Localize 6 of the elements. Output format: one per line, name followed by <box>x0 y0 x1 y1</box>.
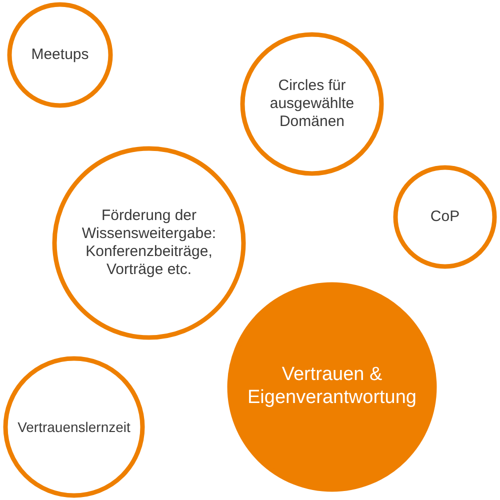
topic-text: Vertrauenslernzeit <box>18 418 130 436</box>
topic-text: CoP <box>430 208 460 226</box>
topic-text: Meetups <box>31 46 89 64</box>
topic-text: Vertrauen & Eigenverantwortung <box>246 364 418 410</box>
topic-text: Förderung der Wissensweitergabe: Konferenzbeiträge, Vorträge etc. <box>80 207 218 279</box>
topic-text: Circles für ausgewählte Domänen <box>268 77 356 131</box>
